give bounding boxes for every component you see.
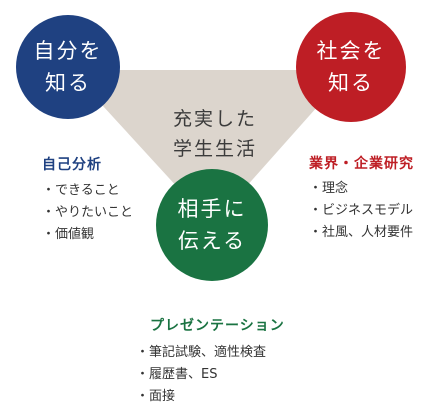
center-label-line1: 充実した xyxy=(172,108,257,130)
circle-convey-line2: 伝える xyxy=(177,229,247,253)
list-item: ・理念 xyxy=(309,181,349,196)
presentation-heading: プレゼンテーション xyxy=(150,318,285,334)
industry-research-heading: 業界・企業研究 xyxy=(309,156,414,172)
industry-research-list: ・理念 ・ビジネスモデル ・社風、人材要件 xyxy=(309,178,413,244)
presentation-list: ・筆記試験、適性検査 ・履歴書、ES ・面接 xyxy=(136,342,266,408)
circle-convey-line1: 相手に xyxy=(177,197,247,221)
circle-know-society-line2: 知る xyxy=(328,71,374,95)
self-analysis-list: ・できること ・やりたいこと ・価値観 xyxy=(42,180,133,246)
center-triangle xyxy=(70,70,350,225)
circle-know-self: 自分を 知る xyxy=(16,15,120,119)
circle-convey: 相手に 伝える xyxy=(156,169,268,281)
circle-know-self-line1: 自分を xyxy=(33,39,103,63)
list-item: ・やりたいこと xyxy=(42,205,134,220)
circle-know-society: 社会を 知る xyxy=(296,12,406,122)
list-item: ・社風、人材要件 xyxy=(309,225,414,240)
center-label-line2: 学生生活 xyxy=(172,138,257,160)
list-item: ・面接 xyxy=(136,389,176,404)
circle-know-self-line2: 知る xyxy=(45,71,91,95)
list-item: ・価値観 xyxy=(42,227,95,242)
list-item: ・ビジネスモデル xyxy=(309,203,414,218)
center-label: 充実した 学生生活 xyxy=(155,104,275,164)
list-item: ・筆記試験、適性検査 xyxy=(136,345,267,360)
list-item: ・履歴書、ES xyxy=(136,367,218,382)
self-analysis-heading: 自己分析 xyxy=(42,157,102,173)
list-item: ・できること xyxy=(42,183,120,198)
circle-know-society-line1: 社会を xyxy=(316,39,386,63)
